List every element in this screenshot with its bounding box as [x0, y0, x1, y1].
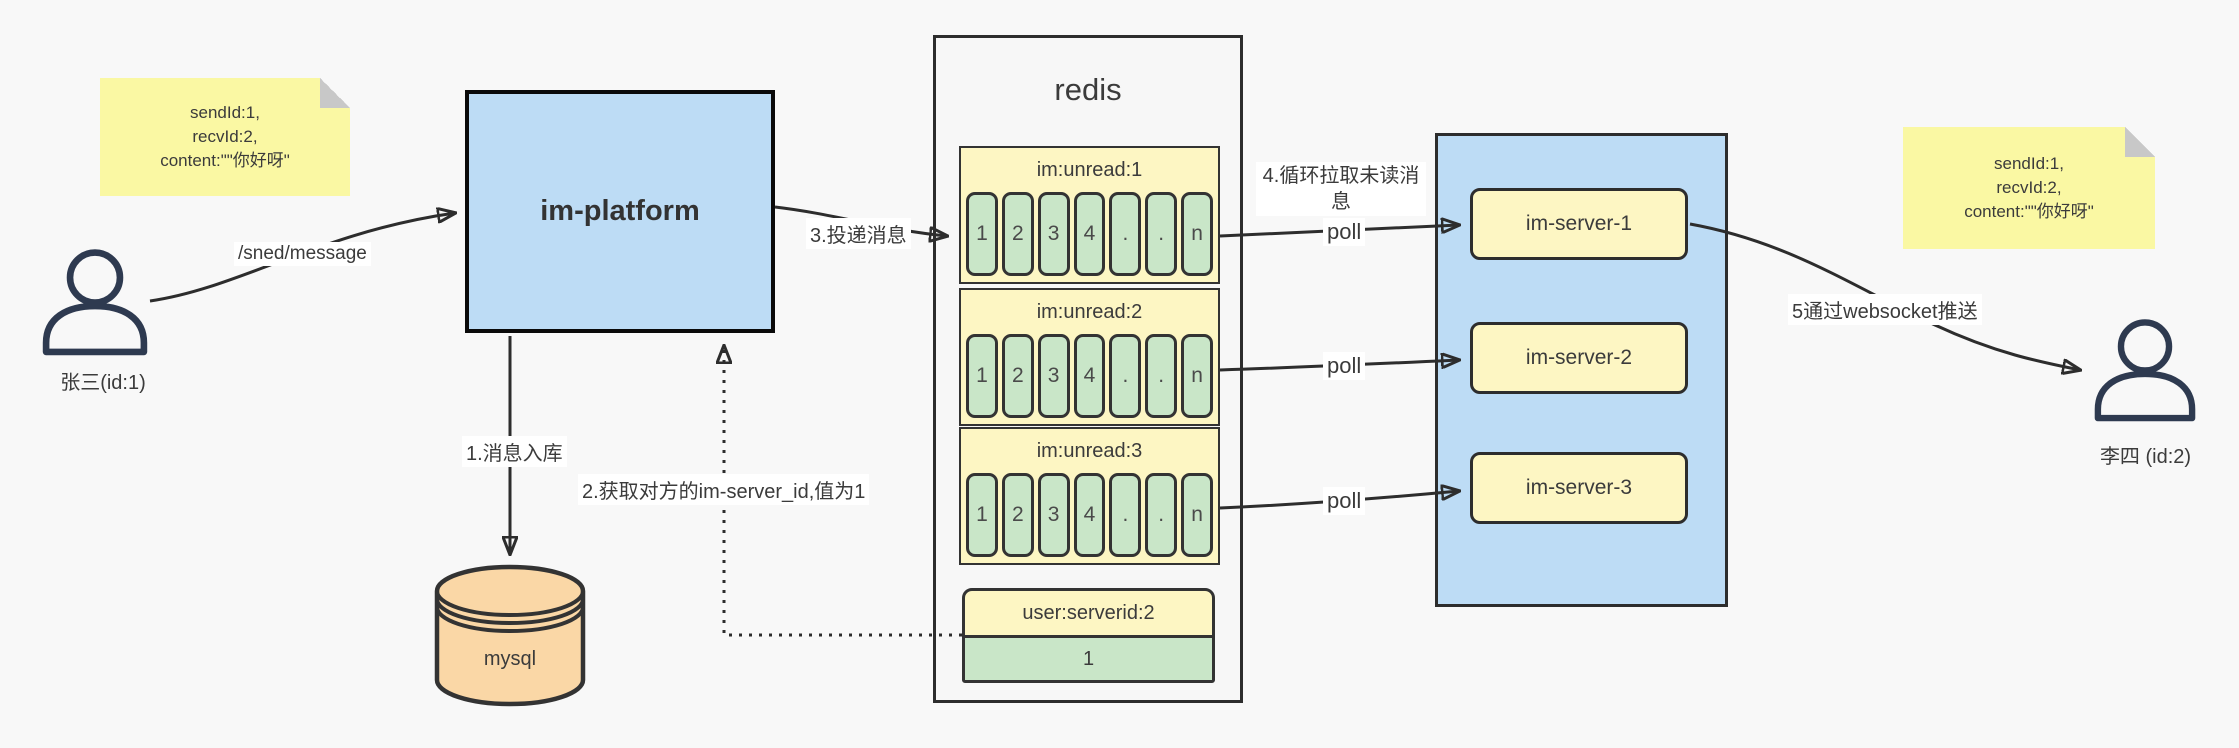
queue-cell: . [1109, 473, 1142, 557]
label-step1: 1.消息入库 [462, 436, 567, 467]
note-line: content:""你好呀" [160, 150, 290, 170]
label-send-api: /sned/message [234, 242, 371, 266]
user-icon-sender [42, 249, 148, 356]
sticky-note-left: sendId:1, recvId:2, content:""你好呀" [100, 78, 350, 196]
user-icon-receiver [2094, 319, 2196, 422]
queue-cell: . [1109, 334, 1142, 418]
queue-cell: 2 [1001, 192, 1034, 276]
queue-cell: 1 [966, 334, 998, 418]
receiver-label: 李四 (id:2) [2099, 446, 2192, 468]
queue-cell: . [1109, 192, 1142, 276]
queue-cell: 4 [1073, 192, 1106, 276]
queue-cell: 4 [1073, 473, 1106, 557]
label-step3: 3.投递消息 [806, 218, 911, 249]
label-poll-2: poll [1323, 352, 1366, 380]
im-server-3-box: im-server-3 [1470, 452, 1688, 524]
label-poll-1: poll [1323, 218, 1366, 246]
queue-cell: 1 [966, 473, 998, 557]
queue-cell: 1 [966, 192, 998, 276]
user-serverid-box: user:serverid:2 1 [962, 588, 1215, 683]
im-server-2-box: im-server-2 [1470, 322, 1688, 394]
queue-cell: . [1145, 192, 1178, 276]
queue-cell: n [1181, 473, 1214, 557]
sticky-note-right: sendId:1, recvId:2, content:""你好呀" [1903, 127, 2155, 249]
note-line: sendId:1, [1994, 154, 2064, 174]
label-poll-3: poll [1323, 487, 1366, 515]
redis-title: redis [1054, 72, 1122, 107]
label-step2: 2.获取对方的im-server_id,值为1 [578, 474, 870, 505]
im-server-1-box: im-server-1 [1470, 188, 1688, 260]
queue-cell: 2 [1001, 473, 1034, 557]
queue-header: im:unread:2 [1036, 301, 1143, 323]
queue-cell: 4 [1073, 334, 1106, 418]
note-line: content:""你好呀" [1964, 201, 2094, 221]
queue-cell: . [1145, 334, 1178, 418]
queue-cell: n [1181, 334, 1214, 418]
mysql-cylinder-icon [434, 564, 586, 707]
note-fold-icon [2125, 127, 2155, 157]
queue-cell: 3 [1037, 192, 1070, 276]
label-step5: 5通过websocket推送 [1788, 294, 1982, 325]
mysql-label: mysql [483, 648, 537, 670]
queue-cell: n [1181, 192, 1214, 276]
queue-cell: 3 [1037, 473, 1070, 557]
kv-header: user:serverid:2 [965, 591, 1212, 638]
queue-cell: 3 [1037, 334, 1070, 418]
note-line: sendId:1, [190, 103, 260, 123]
im-platform-box: im-platform [465, 90, 775, 333]
note-fold-icon [320, 78, 350, 108]
queue-header: im:unread:1 [1036, 159, 1143, 181]
label-step4: 4.循环拉取未读消息 [1256, 162, 1426, 216]
note-line: recvId:2, [1996, 178, 2062, 198]
kv-value: 1 [965, 638, 1212, 680]
note-line: recvId:2, [192, 127, 258, 147]
sender-label: 张三(id:1) [60, 372, 146, 394]
queue-header: im:unread:3 [1036, 440, 1143, 462]
queue-cell: . [1145, 473, 1178, 557]
queue-cell: 2 [1001, 334, 1034, 418]
